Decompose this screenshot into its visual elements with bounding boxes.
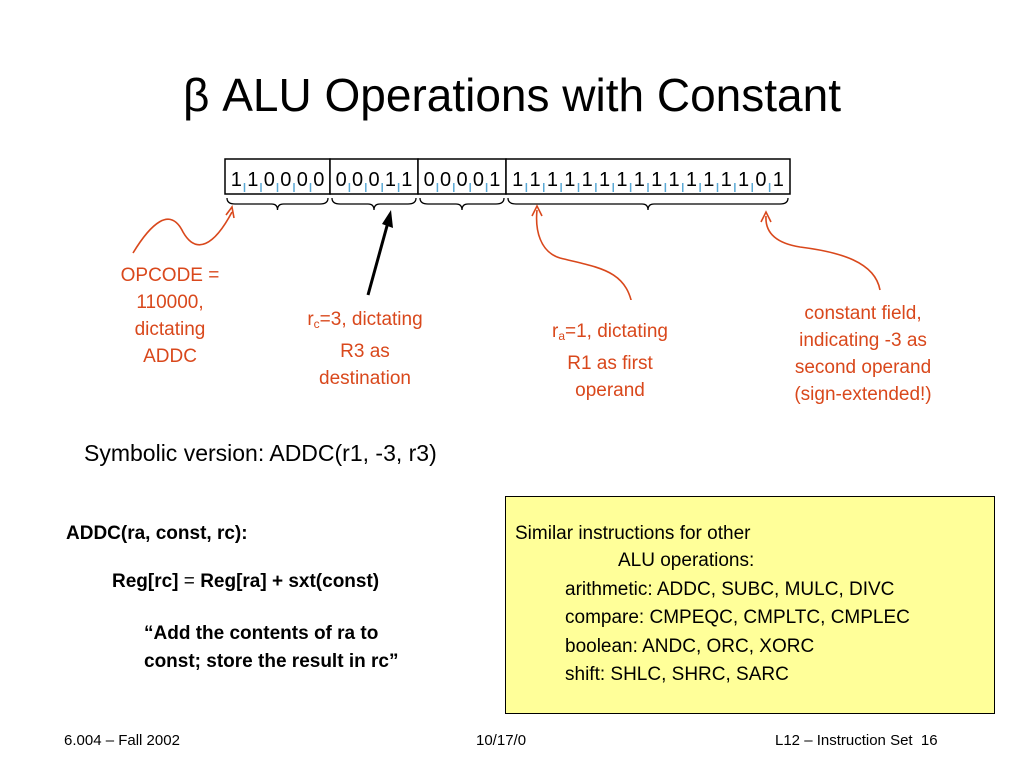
ra-annotation-line: R1 as first — [567, 353, 653, 374]
constant-arrowhead — [760, 210, 772, 223]
constant-bit: 1 — [582, 169, 593, 191]
footer-slide-number: L12 – Instruction Set 16 — [775, 732, 938, 749]
opcode-annotation-line: dictating — [134, 319, 206, 340]
rc-arrowhead — [382, 210, 393, 228]
rc-bit: 0 — [336, 169, 347, 191]
footer-date: 10/17/0 — [476, 732, 527, 749]
ra-symbol: r — [551, 321, 559, 342]
ra-bit: 0 — [424, 169, 435, 191]
rc-annotation-line: R3 as — [340, 341, 390, 362]
similar-instructions-box: Similar instructions for other ALU opera… — [505, 496, 995, 714]
constant-bit: 1 — [512, 169, 523, 191]
symbolic-version: Symbolic version: ADDC(r1, -3, r3) — [84, 440, 437, 466]
opcode-annotation-line: OPCODE = — [120, 265, 220, 286]
similar-box-item: shift: SHLC, SHRC, SARC — [565, 664, 789, 685]
ra-arrow — [535, 209, 632, 300]
constant-bit: 1 — [616, 169, 627, 191]
rc-bit: 1 — [401, 169, 412, 191]
similar-box-item: arithmetic: ADDC, SUBC, MULC, DIVC — [565, 579, 895, 600]
ra-bit: 1 — [489, 169, 500, 191]
rc-bit: 0 — [352, 169, 363, 191]
ra-subscript: a — [558, 329, 565, 343]
opcode-annotation-line: ADDC — [143, 346, 197, 367]
rc-annotation-text: =3, dictating — [319, 309, 423, 330]
rc-field-box — [329, 158, 419, 195]
constant-bit: 1 — [599, 169, 610, 191]
similar-box-line: Similar instructions for other — [515, 523, 751, 544]
rc-symbol: r — [307, 309, 314, 330]
similar-box-line: ALU operations: — [618, 550, 755, 571]
opcode-bit: 0 — [264, 169, 275, 191]
rc-annotation-line: destination — [319, 368, 411, 389]
addc-heading: ADDC(ra, const, rc): — [66, 523, 248, 544]
opcode-bit: 1 — [247, 169, 258, 191]
constant-annotation-line: constant field, — [804, 303, 922, 324]
constant-annotation-line: indicating -3 as — [799, 330, 927, 351]
opcode-bit: 0 — [297, 169, 308, 191]
constant-bit: 1 — [738, 169, 749, 191]
constant-bit: 1 — [634, 169, 645, 191]
constant-field-brace — [507, 197, 789, 211]
slide-title: β ALU Operations with Constant — [183, 69, 841, 121]
addc-eq-right: Reg[ra] + sxt(const) — [200, 571, 380, 592]
opcode-arrowhead — [225, 205, 235, 219]
ra-annotation: ra=1, dictating R1 as first operand — [520, 318, 700, 404]
similar-box-item: compare: CMPEQC, CMPLTC, CMPLEC — [565, 607, 910, 628]
footer-course: 6.004 – Fall 2002 — [64, 732, 180, 749]
rc-field-brace — [331, 197, 417, 211]
ra-bit: 0 — [440, 169, 451, 191]
ra-arrowhead — [531, 204, 543, 217]
rc-subscript: c — [313, 317, 320, 331]
constant-bit: 1 — [669, 169, 680, 191]
ra-bit: 0 — [456, 169, 467, 191]
ra-annotation-line: operand — [575, 380, 645, 401]
opcode-arrow — [132, 211, 233, 254]
opcode-bit: 0 — [313, 169, 324, 191]
rc-annotation: rc=3, dictating R3 as destination — [275, 306, 455, 392]
constant-bit: 1 — [564, 169, 575, 191]
constant-arrow — [765, 215, 881, 291]
ra-field-box — [417, 158, 507, 195]
addc-eq-sign: = — [183, 571, 195, 592]
constant-bit: 1 — [530, 169, 541, 191]
opcode-bit: 0 — [280, 169, 291, 191]
constant-bit: 1 — [703, 169, 714, 191]
rc-bit: 0 — [368, 169, 379, 191]
ra-bit: 0 — [473, 169, 484, 191]
rc-arrow — [366, 214, 392, 296]
addc-equation: Reg[rc] = Reg[ra] + sxt(const) — [112, 571, 379, 593]
constant-bit: 1 — [721, 169, 732, 191]
similar-box-item: boolean: ANDC, ORC, XORC — [565, 636, 815, 657]
constant-bit: 1 — [547, 169, 558, 191]
addc-eq-left: Reg[rc] — [112, 571, 179, 592]
constant-bit: 1 — [773, 169, 784, 191]
addc-quote-line: const; store the result in rc” — [144, 651, 399, 672]
constant-bit: 1 — [651, 169, 662, 191]
ra-annotation-text: =1, dictating — [565, 321, 668, 342]
addc-quote-line: “Add the contents of ra to — [144, 623, 379, 644]
constant-annotation-line: second operand — [794, 357, 932, 378]
opcode-annotation: OPCODE = 110000, dictating ADDC — [90, 262, 250, 370]
constant-annotation: constant field, indicating -3 as second … — [748, 300, 978, 408]
rc-bit: 1 — [385, 169, 396, 191]
opcode-bit: 1 — [231, 169, 242, 191]
ra-field-brace — [419, 197, 505, 211]
addc-quote: “Add the contents of ra to const; store … — [144, 620, 398, 676]
constant-bit: 0 — [755, 169, 766, 191]
opcode-annotation-line: 110000, — [136, 292, 204, 313]
constant-bit: 1 — [686, 169, 697, 191]
opcode-field-brace — [226, 197, 329, 211]
constant-annotation-line: (sign-extended!) — [794, 384, 932, 405]
